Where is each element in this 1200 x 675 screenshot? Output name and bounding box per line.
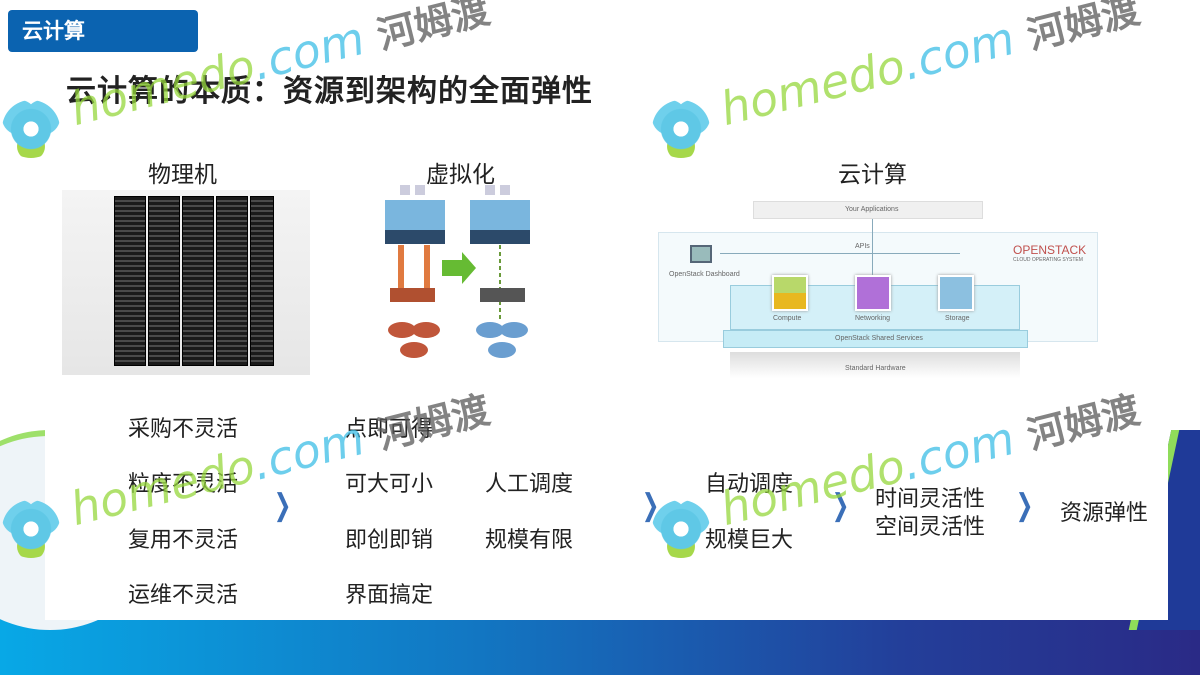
os-networking: Networking bbox=[855, 315, 891, 322]
openstack-diagram: Your Applications APIs OPENSTACK CLOUD O… bbox=[655, 195, 1100, 385]
watermark-logo-icon bbox=[2, 500, 60, 558]
chevron-right-icon: ❯ bbox=[1015, 488, 1034, 523]
physical-item: 粒度不灵活 bbox=[128, 472, 239, 497]
os-brand: OPENSTACK bbox=[1013, 243, 1087, 257]
virtual-item: 界面搞定 bbox=[345, 583, 434, 608]
os-apis: APIs bbox=[855, 243, 870, 250]
os-storage: Storage bbox=[945, 315, 970, 322]
os-compute: Compute bbox=[773, 315, 802, 322]
os-shared-services: OpenStack Shared Services bbox=[835, 335, 923, 342]
watermark-logo-icon bbox=[652, 100, 710, 158]
chevron-right-icon: ❯ bbox=[273, 488, 292, 523]
physical-item: 运维不灵活 bbox=[128, 583, 239, 608]
physical-item: 复用不灵活 bbox=[128, 528, 239, 553]
os-your-applications: Your Applications bbox=[845, 206, 899, 213]
virtual-item: 点即可得 bbox=[345, 417, 434, 442]
virtualization-image bbox=[380, 180, 540, 375]
column-heading-virtualization: 虚拟化 bbox=[426, 162, 495, 188]
virtual-limit: 规模有限 bbox=[485, 528, 574, 553]
watermark-logo-icon bbox=[2, 100, 60, 158]
virtual-item: 即创即销 bbox=[345, 528, 434, 553]
os-hardware: Standard Hardware bbox=[845, 365, 906, 372]
column-heading-physical: 物理机 bbox=[148, 162, 217, 188]
flexibility-time: 时间灵活性 bbox=[875, 487, 986, 512]
chevron-right-icon: ❯ bbox=[831, 488, 850, 523]
physical-item: 采购不灵活 bbox=[128, 417, 239, 442]
column-heading-cloud: 云计算 bbox=[838, 162, 907, 188]
flexibility-space: 空间灵活性 bbox=[875, 515, 986, 540]
result-label: 资源弹性 bbox=[1060, 501, 1149, 526]
section-tab: 云计算 bbox=[8, 10, 198, 52]
virtual-limit: 人工调度 bbox=[485, 472, 574, 497]
virtual-item: 可大可小 bbox=[345, 472, 434, 497]
os-brand-sub: CLOUD OPERATING SYSTEM bbox=[1013, 257, 1083, 263]
cloud-item: 自动调度 bbox=[705, 472, 794, 497]
cloud-item: 规模巨大 bbox=[705, 528, 794, 553]
slide-title: 云计算的本质：资源到架构的全面弹性 bbox=[66, 74, 593, 109]
os-dashboard: OpenStack Dashboard bbox=[669, 271, 740, 278]
server-rack-image bbox=[62, 190, 310, 375]
watermark-logo-icon bbox=[652, 500, 710, 558]
